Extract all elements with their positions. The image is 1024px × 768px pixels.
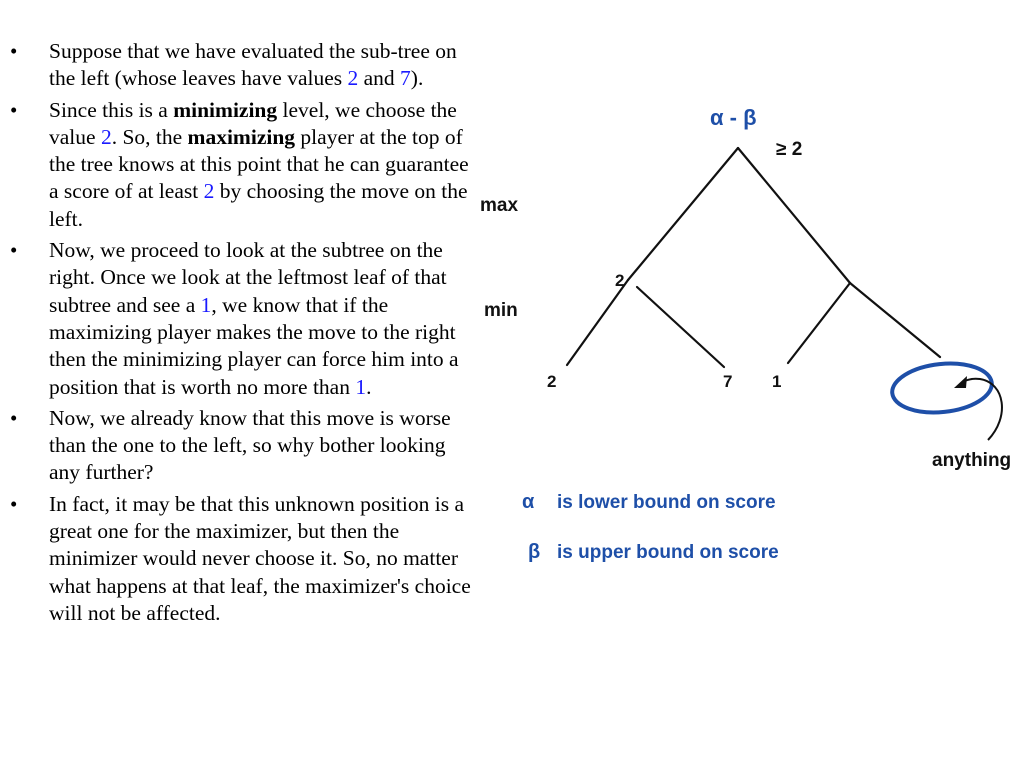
bullet-text: . xyxy=(366,374,372,399)
bullet-item-1: • Suppose that we have evaluated the sub-… xyxy=(0,38,475,93)
bullet-marker: • xyxy=(10,491,18,516)
highlighted-value: 7 xyxy=(400,66,411,91)
bullet-text: Now, we already know that this move is w… xyxy=(49,405,451,485)
highlighted-value: 1 xyxy=(200,292,212,317)
alpha-beta-tree-diagram: α - β ≥ 2 max min 2 2 7 1 anything α is … xyxy=(480,105,1011,563)
highlighted-value: 2 xyxy=(203,179,215,204)
bullet-text: Since this is a xyxy=(49,97,174,122)
bullet-item-3: • Now, we proceed to look at the subtree … xyxy=(0,237,475,401)
leaf-value-1: 2 xyxy=(547,372,556,391)
bullet-text: and xyxy=(358,66,401,91)
emphasized-text: maximizing xyxy=(187,124,296,149)
legend-beta-symbol: β xyxy=(528,541,540,563)
diagram-title: α - β xyxy=(710,105,757,130)
bullet-text: level, we choose the value xyxy=(49,97,457,149)
bullet-list: • Suppose that we have evaluated the sub-… xyxy=(0,38,475,631)
bullet-item-4: • Now, we already know that this move is … xyxy=(0,405,475,487)
edge-right-min-unknown xyxy=(848,281,942,359)
anything-arrow xyxy=(959,377,1003,441)
bullet-marker: • xyxy=(10,238,18,263)
emphasized-text: minimizing xyxy=(173,97,278,122)
level-label-min: min xyxy=(484,300,518,321)
edge-root-right xyxy=(736,146,852,285)
bullet-text: In fact, it may be that this unknown pos… xyxy=(49,491,471,625)
highlighted-value: 2 xyxy=(347,66,359,91)
edge-left-min-leaf-7 xyxy=(635,285,726,369)
edge-right-min-leaf-1 xyxy=(786,281,852,365)
bullet-text: Suppose that we have evaluated the sub-t… xyxy=(49,39,457,91)
legend-alpha-symbol: α xyxy=(522,491,535,513)
edge-left-min-leaf-2 xyxy=(565,278,630,367)
bullet-item-2: • Since this is a minimizing level, we ch… xyxy=(0,97,475,233)
highlighted-value: 1 xyxy=(355,374,367,399)
root-bound-label: ≥ 2 xyxy=(776,139,802,160)
bullet-text: Now, we proceed to look at the subtree o… xyxy=(49,238,447,317)
bullet-text: . So, the xyxy=(111,124,188,149)
level-label-max: max xyxy=(480,195,518,216)
bullet-text: ). xyxy=(410,66,424,91)
left-min-node-value: 2 xyxy=(615,271,624,290)
leaf-value-3: 1 xyxy=(772,372,781,391)
legend-alpha-text: is lower bound on score xyxy=(557,492,776,513)
bullet-marker: • xyxy=(10,39,18,63)
unknown-leaf-ellipse xyxy=(890,361,994,415)
edge-root-left xyxy=(626,146,740,282)
highlighted-value: 2 xyxy=(100,124,112,149)
bullet-item-5: • In fact, it may be that this unknown po… xyxy=(0,491,475,627)
anything-arrowhead xyxy=(954,376,967,388)
bullet-marker: • xyxy=(10,97,18,122)
bullet-text: player at the top of the tree knows at t… xyxy=(49,124,469,204)
anything-label: anything xyxy=(932,450,1011,471)
bullet-text: by choosing the move on the left. xyxy=(49,179,468,231)
bullet-text: , we know that if the maximizing player … xyxy=(49,292,459,399)
bullet-marker: • xyxy=(10,405,18,430)
leaf-value-2: 7 xyxy=(723,372,732,391)
legend-beta-text: is upper bound on score xyxy=(557,542,779,563)
